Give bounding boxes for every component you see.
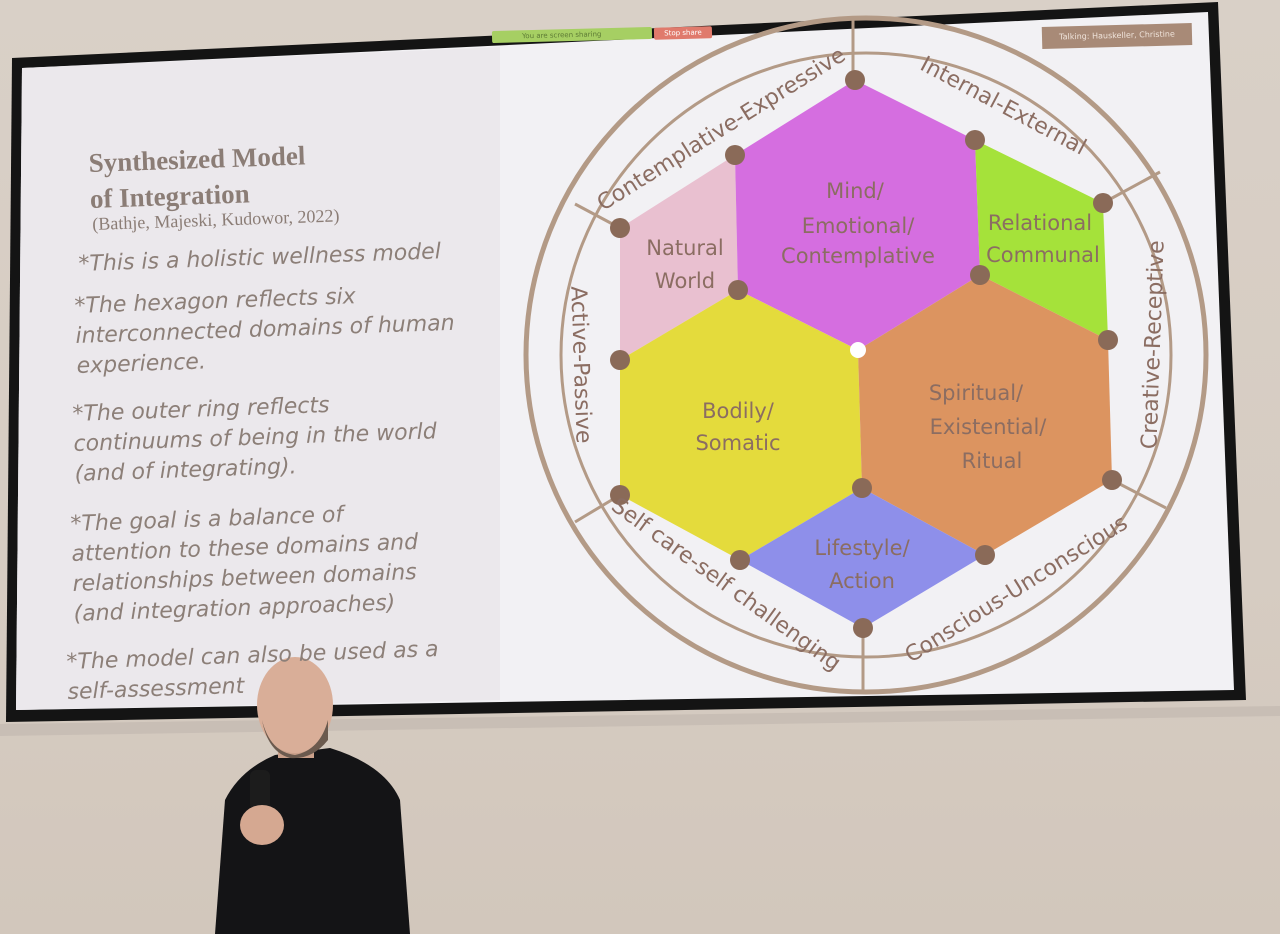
inner-ring xyxy=(559,51,1173,659)
microphone xyxy=(250,770,270,810)
vertex-dots xyxy=(610,70,1122,638)
ring-label-active-passive: Active-Passive xyxy=(565,286,595,444)
domain-relational-communal xyxy=(975,140,1108,340)
center-dot xyxy=(850,342,866,358)
label-mind: Mind/Emotional/Contemplative xyxy=(781,179,935,268)
domain-natural-world xyxy=(620,155,738,360)
domain-mind-emotional xyxy=(735,80,980,350)
label-lifestyle: Lifestyle/Action xyxy=(814,536,910,593)
domain-spiritual-existential xyxy=(858,275,1112,555)
talking-indicator: Talking: Hauskeller, Christine xyxy=(1041,23,1193,49)
stop-share-button[interactable]: Stop share xyxy=(653,26,713,40)
title-line-1: Synthesized Model xyxy=(88,140,306,178)
label-spiritual: Spiritual/Existential/Ritual xyxy=(929,381,1047,473)
speaker xyxy=(215,657,410,934)
label-bodily: Bodily/Somatic xyxy=(695,399,780,455)
slide-left-panel xyxy=(16,47,500,710)
domain-bodily-somatic xyxy=(620,290,862,560)
outer-ring xyxy=(523,15,1209,695)
domain-lifestyle-action xyxy=(740,488,985,628)
